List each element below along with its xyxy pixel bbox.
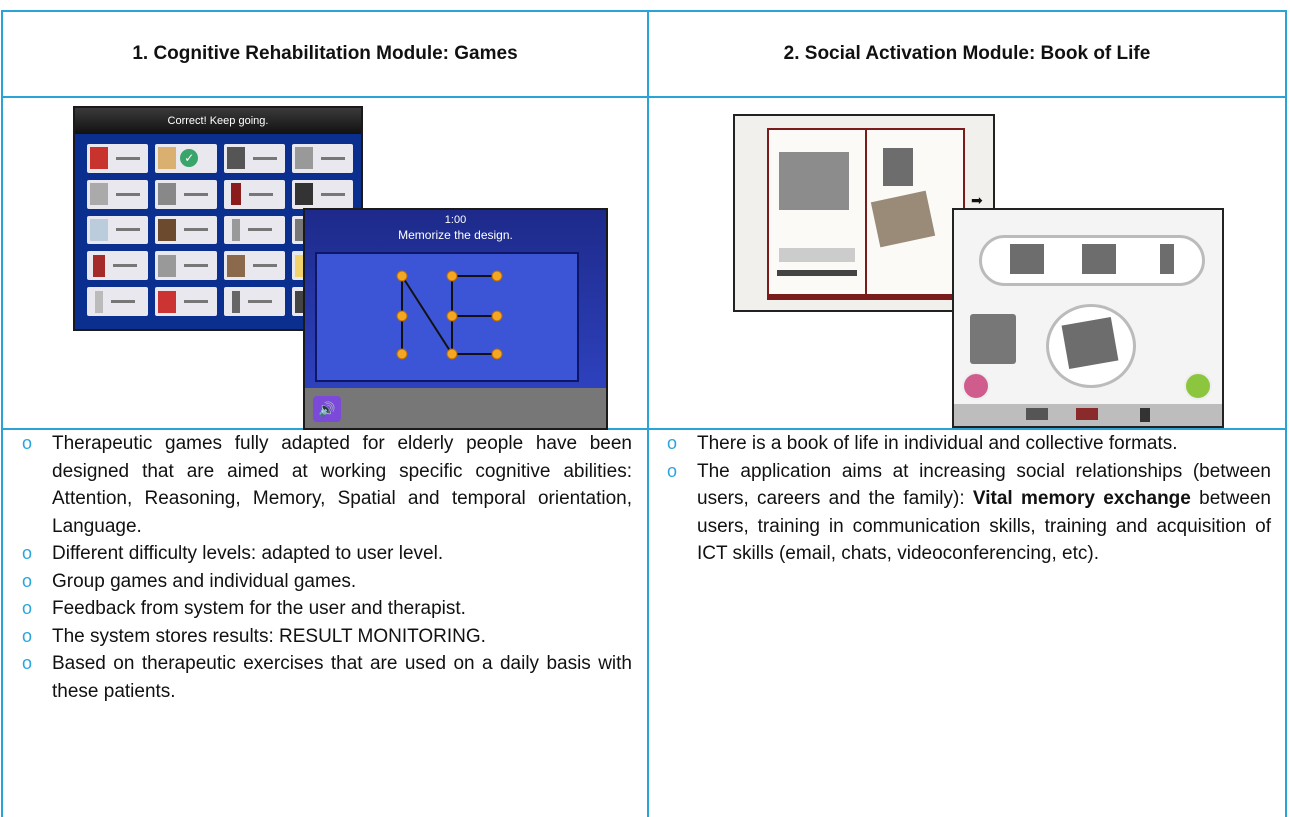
photo-thumbnail [883,148,913,186]
game-tile [291,179,353,209]
book-of-life-screenshot: ➡ [733,114,995,312]
game-tile [155,215,217,245]
game-banner: Correct! Keep going. [75,108,361,134]
bullet-text: The application aims at increasing socia… [697,460,1271,510]
bullet-icon: o [22,653,33,673]
book-of-life-gallery-screenshot [952,208,1224,428]
list-item: o The application aims at increasing soci… [655,458,1271,568]
design-board [315,252,579,382]
list-item: o Group games and individual games. [10,568,632,596]
photo-carousel [979,235,1205,286]
list-item: o Based on therapeutic exercises that are… [10,650,632,705]
table-border-middle [647,10,649,817]
book-image [767,128,965,300]
game-tile [223,287,285,316]
game-tile [223,251,285,281]
bullet-icon: o [22,543,33,563]
game-tile [223,215,285,245]
table-border-right [1285,10,1287,817]
game-footer [305,388,606,428]
game-tile [87,251,149,281]
game-tile [155,287,217,316]
list-item: o Feedback from system for the user and t… [10,595,632,623]
book-bullet-list: o There is a book of life in individual a… [655,430,1271,568]
book-icon [1076,408,1098,420]
selected-photo [1061,316,1119,370]
koala-photo [870,190,936,248]
caption-note [970,314,1016,364]
check-icon: ✓ [180,149,199,168]
table-divider-images [1,428,1287,430]
game-timer: 1:00 [444,214,467,226]
game-tile [87,215,149,245]
games-description: o Therapeutic games fully adapted for eld… [10,430,632,705]
page-buttons [777,270,857,276]
photo-thumbnail [1082,244,1116,274]
game-tile: ✓ [155,144,217,173]
game-tile [87,144,149,173]
bullet-text: The system stores results: RESULT MONITO… [52,625,486,647]
book-left-page [769,130,865,294]
bullet-icon: o [22,598,33,618]
list-item: o There is a book of life in individual a… [655,430,1271,458]
bullet-icon: o [22,625,33,646]
games-bullet-list: o Therapeutic games fully adapted for eld… [10,430,632,705]
text-box [779,152,849,210]
list-item: o The system stores results: RESULT MONIT… [10,623,632,651]
green-nav-button [1184,372,1212,400]
photo-thumbnail [1010,244,1044,274]
dot-design-drawing [396,270,503,360]
pink-nav-button [962,372,990,400]
bullet-text: There is a book of life in individual an… [697,433,1178,454]
media-controls [779,248,855,262]
bullet-text: Therapeutic games fully adapted for elde… [52,433,632,537]
speaker-icon: 🔊 [313,396,341,422]
book-of-life-description: o There is a book of life in individual a… [655,430,1271,568]
selected-photo-frame [1046,304,1136,388]
list-item: o Different difficulty levels: adapted to… [10,540,632,568]
photo-thumbnail [1160,244,1174,274]
header-games: 1. Cognitive Rehabilitation Module: Game… [132,43,518,64]
table-border-top [1,10,1287,12]
game-tile [87,287,149,316]
gramophone-icon [1140,408,1150,422]
game-tile [223,144,285,173]
bullet-icon: o [22,433,33,453]
bullet-text: Different difficulty levels: adapted to … [52,543,444,564]
game-tile [87,179,149,209]
open-book-icon [1026,408,1048,420]
list-item: o Therapeutic games fully adapted for eld… [10,430,632,540]
arrow-right-icon: ➡ [971,192,983,208]
bullet-text: between users, training in communication… [697,488,1271,564]
game-instruction: Memorize the design. [398,228,513,242]
gallery-footer [954,404,1222,426]
bullet-icon: o [667,433,678,453]
game-tile [291,144,353,173]
table-divider-header [1,96,1287,98]
bullet-text: Feedback from system for the user and th… [52,598,466,619]
game-tile [155,251,217,281]
game-tile [155,179,217,209]
bullet-icon: o [22,570,33,591]
bold-emphasis: Vital memory exchange [972,488,1191,509]
bullet-text: Based on therapeutic exercises that are … [52,653,632,702]
game-tile [223,179,285,209]
game-memorize-screenshot: 1:00 Memorize the design. 🔊 [303,208,608,430]
book-right-page [867,130,963,294]
bullet-icon: o [667,460,678,481]
bullet-text: Group games and individual games. [52,570,357,592]
table-border-left [1,10,3,817]
header-book-of-life: 2. Social Activation Module: Book of Lif… [783,43,1151,64]
